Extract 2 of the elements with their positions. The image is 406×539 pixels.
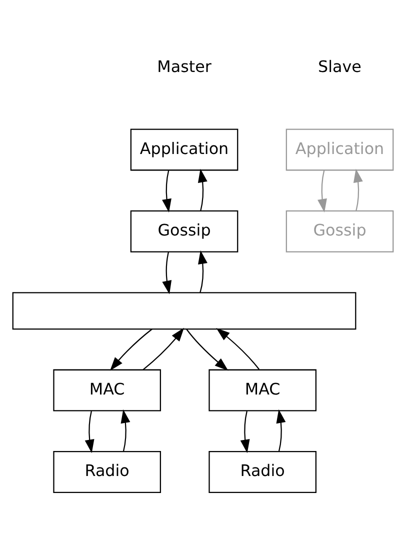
label: Master xyxy=(157,56,212,76)
label: Slave xyxy=(318,56,362,76)
